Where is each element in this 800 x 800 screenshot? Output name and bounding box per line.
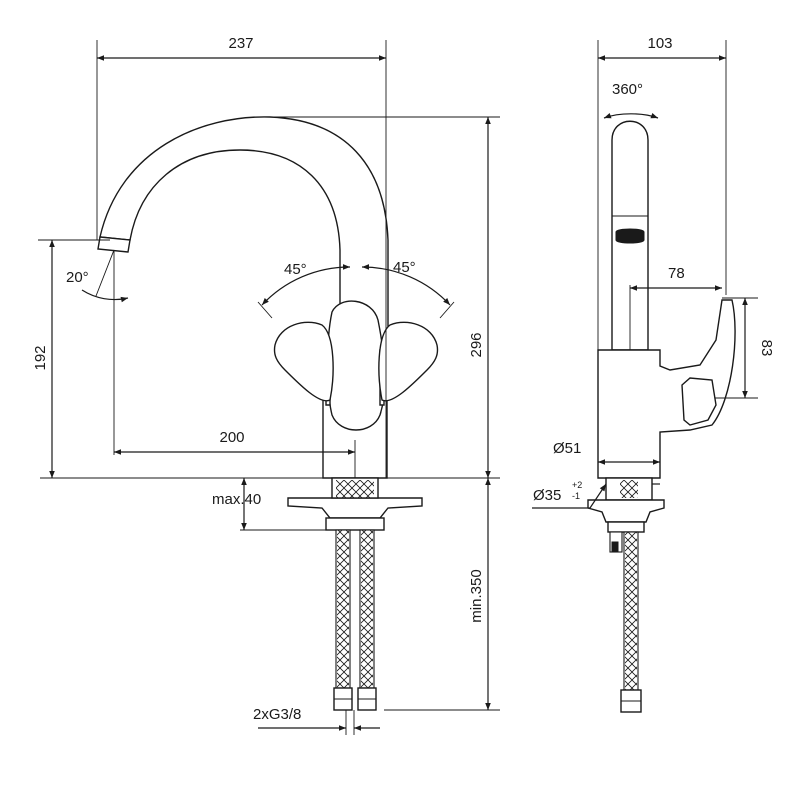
connection-label: 2xG3/8 — [253, 706, 301, 723]
dim-51-label: Ø51 — [553, 440, 581, 457]
arc-45-right — [361, 264, 451, 306]
side-deck-plate — [587, 499, 665, 523]
dim-78-label: 78 — [668, 265, 685, 282]
angle-45-left-label: 45° — [284, 261, 307, 278]
arc-45-left — [261, 264, 351, 306]
aerator-tip — [97, 236, 131, 253]
dim-35-tol-minus: -1 — [572, 491, 580, 501]
handle-rotated-left — [273, 321, 334, 402]
front-view: 237 296 192 200 20° 45° 45° max.40 min.3… — [32, 35, 500, 735]
side-aerator — [615, 228, 645, 244]
min350-label: min.350 — [468, 569, 485, 622]
handle-rotated-right — [378, 321, 439, 402]
dim-200-label: 200 — [219, 429, 244, 446]
dim-83-label: 83 — [758, 340, 775, 357]
side-nut — [607, 521, 645, 533]
dim-35-tol-plus: +2 — [572, 480, 582, 490]
mounting-nut — [325, 517, 385, 531]
dim-35-label: Ø35 — [533, 487, 561, 504]
dim-192-label: 192 — [32, 345, 49, 370]
angle-20-label: 20° — [66, 269, 89, 286]
dim-103-label: 103 — [647, 35, 672, 52]
deck-plate — [287, 497, 423, 519]
side-view: 103 360° 78 83 Ø51 Ø35 +2 -1 — [532, 35, 775, 713]
side-body — [597, 299, 736, 479]
handle-lever — [326, 300, 386, 431]
dim-237-label: 237 — [228, 35, 253, 52]
max40-label: max.40 — [212, 491, 261, 508]
angle-45-right-label: 45° — [393, 259, 416, 276]
rotation-label: 360° — [612, 81, 643, 98]
dim-296-label: 296 — [468, 332, 485, 357]
side-handle — [681, 377, 717, 426]
arc-360 — [603, 112, 659, 119]
arc-20 — [81, 289, 129, 303]
